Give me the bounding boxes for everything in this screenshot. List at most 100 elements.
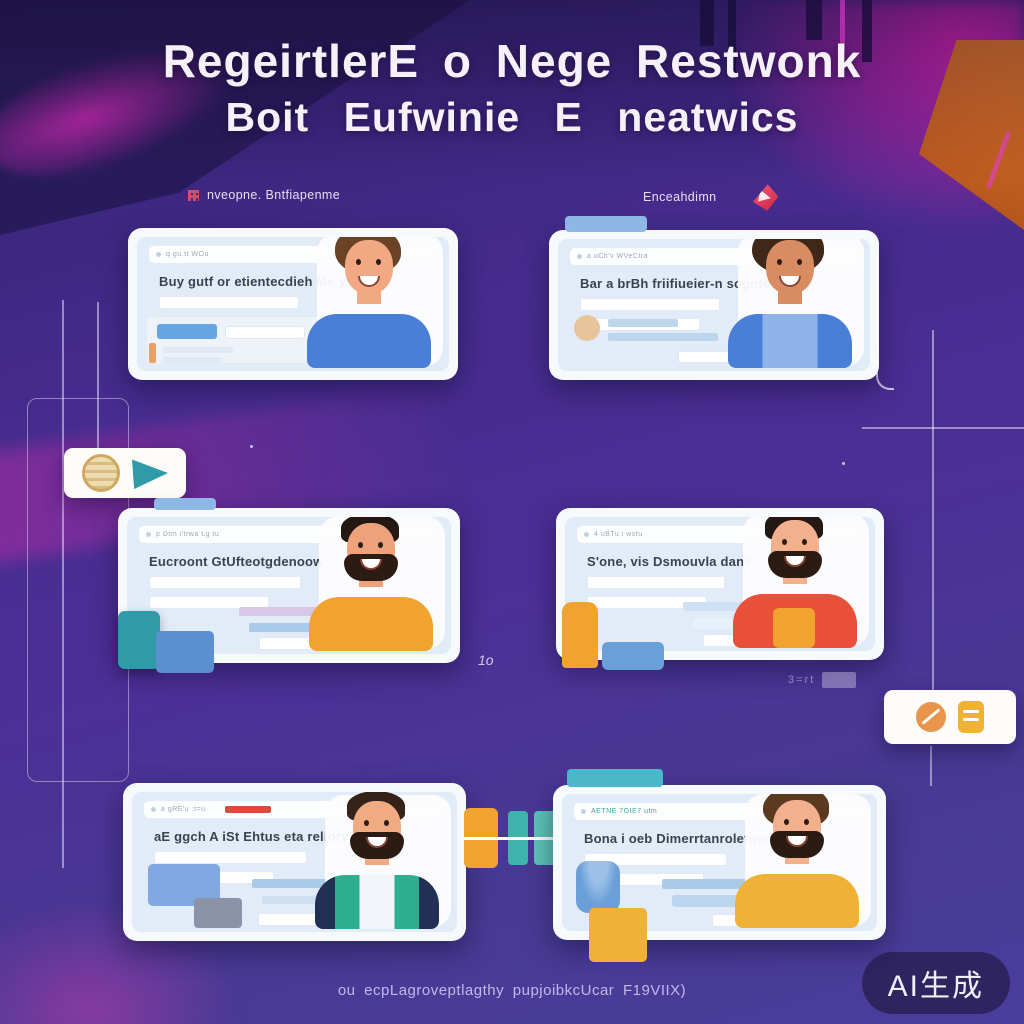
pixel-grid-icon — [188, 189, 199, 201]
nav-dot-icon — [146, 532, 151, 537]
torso — [309, 597, 433, 651]
form-title: Eucroont GtUfteotgdenoow — [149, 554, 324, 569]
connector-line-vertical — [97, 302, 99, 450]
beard — [344, 554, 398, 581]
address-text: AETNE 7GIE7 utm — [591, 808, 658, 815]
wallet-icon — [958, 701, 984, 733]
nav-dot-icon — [584, 532, 589, 537]
arrow-right-triangle-icon — [132, 459, 168, 489]
input-field[interactable] — [580, 298, 720, 311]
slash-mark — [921, 708, 941, 725]
mini-row — [683, 602, 783, 611]
section-label-left: nveopne. Bntfiapenme — [188, 188, 340, 202]
box-orange-icon — [589, 908, 647, 962]
form-title: Bar a brBh friifiueier-n sogote — [580, 276, 771, 291]
ui-card-1: q gu.tt WOu Buy gutf or etientecdieh Me … — [128, 228, 458, 380]
mid-annotation: 1o — [478, 652, 494, 668]
beard — [350, 832, 404, 859]
beard — [770, 831, 824, 858]
nav-dot-icon — [581, 809, 586, 814]
connector-line-horizontal-right — [862, 427, 1024, 429]
icon-box-left — [64, 448, 186, 498]
address-text: 4 uBTu i wstu — [594, 531, 643, 538]
face — [345, 240, 393, 294]
torso — [315, 875, 439, 929]
mini-row — [262, 896, 336, 904]
coin-globe-icon — [82, 454, 120, 492]
illustrated-person — [721, 517, 871, 648]
mini-input[interactable] — [225, 326, 305, 339]
form-title: aE ggch A iSt Ehtus eta reliory — [154, 829, 349, 844]
input-field[interactable] — [159, 296, 299, 309]
shirt-panel — [773, 608, 815, 648]
box-icon — [156, 631, 214, 673]
title-line-2: Boit Eufwinie E neatwics — [225, 94, 799, 140]
clock-slash-icon — [916, 702, 946, 732]
mini-row — [608, 333, 718, 341]
face — [768, 520, 822, 578]
form-title: Bona i oeb Dimerrtanroletnen — [584, 831, 773, 846]
face — [344, 523, 398, 581]
torso — [728, 314, 852, 368]
section-label-right: Enceahdimn — [643, 188, 717, 206]
input-field[interactable] — [149, 596, 269, 609]
wallet-line — [963, 718, 979, 721]
illustrated-person — [723, 794, 873, 928]
illustrated-person — [716, 239, 866, 368]
ui-card-4: 4 uBTu i wstu S'one, vis Dsmouvla dan? — [556, 508, 884, 670]
mini-row — [608, 319, 678, 327]
beard — [768, 551, 822, 578]
card-5-form-area: a gRE'u :t=u aE ggch A iSt Ehtus eta rel… — [132, 792, 457, 932]
form-title: S'one, vis Dsmouvla dan? — [587, 554, 753, 569]
avatar-circle — [574, 315, 600, 341]
mini-row — [249, 623, 341, 632]
mini-row — [239, 607, 319, 616]
mini-row — [662, 879, 782, 889]
card-3-form-area: p Dtm i'trwa Lg tu Eucroont GtUfteotgden… — [127, 517, 451, 654]
connector-line-vertical-right-lower — [930, 746, 932, 786]
top-tab-button[interactable] — [154, 498, 216, 510]
glitch-bar — [862, 0, 872, 62]
face — [350, 801, 404, 859]
link-line — [464, 837, 568, 840]
background-top-shade — [0, 0, 1024, 180]
input-field[interactable] — [587, 596, 707, 609]
face — [770, 800, 824, 858]
card-1-form-area: q gu.tt WOu Buy gutf or etientecdieh Me … — [137, 237, 449, 371]
input-field[interactable] — [154, 851, 307, 864]
decor-dot — [842, 462, 845, 465]
section-label-right-text: Enceahdimn — [643, 190, 717, 204]
submit-button[interactable] — [157, 324, 217, 339]
hydrant-icon — [562, 602, 598, 668]
icon-box-right — [884, 690, 1016, 744]
mini-row — [163, 347, 233, 353]
card-6-form-area: AETNE 7GIE7 utm Bona i oeb Dimerrtanrole… — [562, 794, 877, 931]
card-2-form-area: a uCh'v WVeCtra Bar a brBh friifiueier-n… — [558, 239, 870, 371]
wallet-line — [963, 710, 979, 713]
faint-rect — [822, 672, 856, 688]
glitch-bar — [728, 0, 736, 72]
illustrated-person — [297, 517, 447, 651]
input-field[interactable] — [149, 576, 301, 589]
address-text: a gRE'u :t=u — [161, 806, 206, 813]
decor-dot — [250, 445, 253, 448]
card-4-form-area: 4 uBTu i wstu S'one, vis Dsmouvla dan? — [565, 517, 875, 651]
orange-marker — [149, 343, 156, 363]
red-action-button[interactable] — [224, 806, 271, 813]
nav-dot-icon — [577, 254, 582, 259]
nav-dot-icon — [156, 252, 161, 257]
wallet-blue-icon — [602, 642, 664, 670]
illustrated-person — [295, 237, 445, 368]
teal-top-button[interactable] — [567, 769, 663, 787]
address-text: p Dtm i'trwa Lg tu — [156, 531, 220, 538]
box-grey-icon — [194, 898, 242, 928]
ai-watermark-badge: AI生成 — [861, 952, 1010, 1014]
input-field[interactable] — [587, 576, 725, 589]
mini-row — [163, 357, 221, 363]
top-tab-button[interactable] — [565, 216, 647, 232]
footer-caption: ou ecpLagroveptlagthy pupjoibkcUcar F19V… — [337, 982, 687, 999]
suitcase-icon — [118, 611, 160, 669]
input-field[interactable] — [584, 853, 727, 866]
mini-row — [252, 879, 344, 888]
